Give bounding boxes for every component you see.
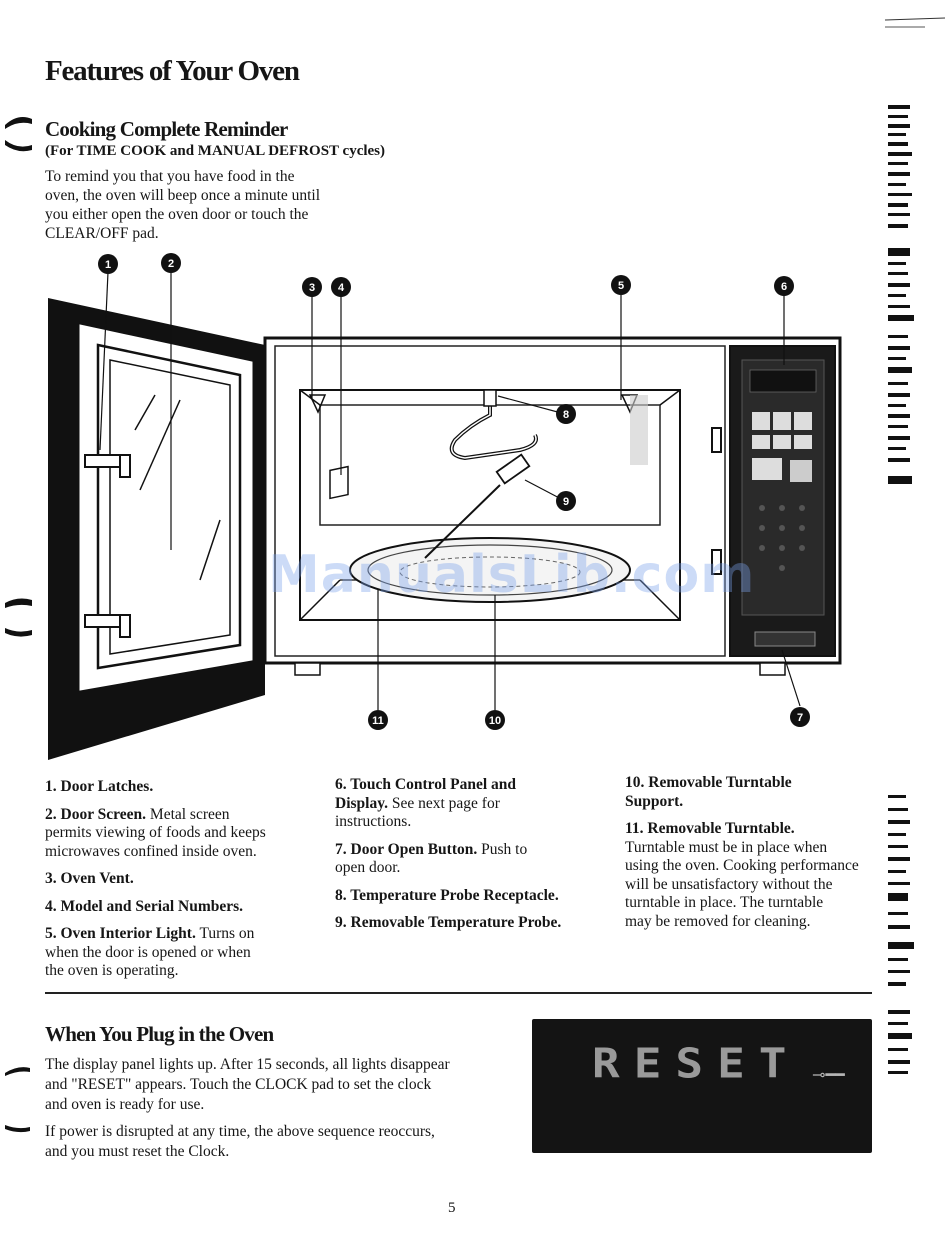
feature-6-text: instructions. — [335, 813, 412, 830]
callout-10: 10 — [489, 715, 501, 727]
callout-lines — [99, 271, 801, 710]
callout-8: 8 — [563, 409, 569, 421]
text-line: If power is disrupted at any time, the a… — [45, 1123, 435, 1140]
callout-1: 1 — [105, 259, 111, 271]
features-col-2: 6. Touch Control Panel and Display. See … — [335, 776, 605, 942]
callout-9: 9 — [563, 496, 569, 508]
probe-indicator-icon: ⊸━━ — [812, 1065, 845, 1084]
control-panel — [729, 345, 836, 657]
features-col-3: 10. Removable Turntable Support. 11. Rem… — [625, 774, 880, 940]
feature-5-text: the oven is operating. — [45, 962, 179, 979]
feature-7-text: Push to — [477, 840, 528, 858]
feature-11-text: will be unsatisfactory without the — [625, 875, 833, 893]
feature-2-label: 2. Door Screen. — [45, 805, 147, 823]
text-line: oven, the oven will beep once a minute u… — [45, 187, 321, 204]
text-line: The display panel lights up. After 15 se… — [45, 1056, 450, 1073]
feature-4-label: 4. Model and Serial Numbers. — [45, 897, 244, 915]
feature-10-label: 10. Removable Turntable — [625, 774, 792, 791]
feature-11-text: Turntable must be in place when — [625, 838, 828, 856]
feature-11-label: 11. Removable Turntable. — [625, 820, 795, 837]
text-line: To remind you that you have food in the — [45, 168, 295, 185]
plug-in-para-2: If power is disrupted at any time, the a… — [45, 1122, 525, 1162]
feature-11-text: may be removed for cleaning. — [625, 912, 811, 930]
feature-3-label: 3. Oven Vent. — [45, 870, 134, 887]
feature-11-text: using the oven. Cooking performance — [625, 857, 859, 874]
reset-display-text: RESET — [592, 1038, 801, 1088]
feature-7-text: open door. — [335, 859, 401, 876]
feature-9-label: 9. Removable Temperature Probe. — [335, 914, 562, 931]
reset-display — [532, 1019, 872, 1153]
cooking-complete-text: To remind you that you have food in the … — [45, 167, 365, 243]
cooking-complete-heading: Cooking Complete Reminder — [45, 117, 288, 141]
callout-5: 5 — [618, 280, 624, 292]
feature-5-text: when the door is opened or when — [45, 943, 251, 961]
plug-in-para-1: The display panel lights up. After 15 se… — [45, 1055, 525, 1115]
plug-in-heading: When You Plug in the Oven — [45, 1022, 274, 1046]
features-col-1: 1. Door Latches. 2. Door Screen. Metal s… — [45, 778, 310, 990]
text-line: and oven is ready for use. — [45, 1096, 205, 1113]
callout-3: 3 — [309, 282, 315, 294]
oven-diagram: 1 2 3 4 5 6 7 8 9 10 11 — [48, 253, 842, 760]
margin-tab-marks — [5, 117, 32, 1133]
feature-2-text: permits viewing of foods and keeps — [45, 824, 266, 841]
oven-door — [48, 298, 265, 760]
feature-11-text: turntable in place. The turntable — [625, 894, 824, 911]
callout-6: 6 — [781, 281, 787, 293]
feature-6-label: Display. — [335, 794, 388, 812]
feature-10-label: Support. — [625, 792, 684, 810]
text-line: and "RESET" appears. Touch the CLOCK pad… — [45, 1076, 432, 1093]
text-line: you either open the oven door or touch t… — [45, 206, 309, 223]
section-divider — [45, 992, 872, 994]
page-title: Features of Your Oven — [45, 55, 300, 87]
callout-11: 11 — [372, 715, 384, 727]
feature-5-label: 5. Oven Interior Light. — [45, 925, 196, 942]
feature-8-label: 8. Temperature Probe Receptacle. — [335, 886, 559, 904]
feature-1-label: 1. Door Latches. — [45, 778, 154, 795]
cooking-complete-subheading: (For TIME COOK and MANUAL DEFROST cycles… — [45, 143, 386, 159]
oven-body — [263, 336, 842, 676]
feature-7-label: 7. Door Open Button. — [335, 840, 478, 858]
callout-7: 7 — [797, 712, 803, 724]
page-number: 5 — [448, 1200, 456, 1216]
feature-2-text: microwaves confined inside oven. — [45, 842, 257, 860]
feature-5-text: Turns on — [195, 925, 255, 942]
text-line: and you must reset the Clock. — [45, 1143, 230, 1160]
watermark: ManualsLib.com — [268, 545, 756, 605]
feature-2-text: Metal screen — [146, 805, 230, 823]
text-line: CLEAR/OFF pad. — [45, 225, 159, 242]
margin-edge-marks — [884, 17, 946, 1074]
callout-4: 4 — [338, 282, 345, 294]
feature-6-text: See next page for — [387, 794, 500, 812]
callout-markers: 1 2 3 4 5 6 7 8 9 10 11 — [98, 253, 810, 730]
callout-2: 2 — [168, 258, 174, 270]
feature-6-label: 6. Touch Control Panel and — [335, 776, 517, 793]
